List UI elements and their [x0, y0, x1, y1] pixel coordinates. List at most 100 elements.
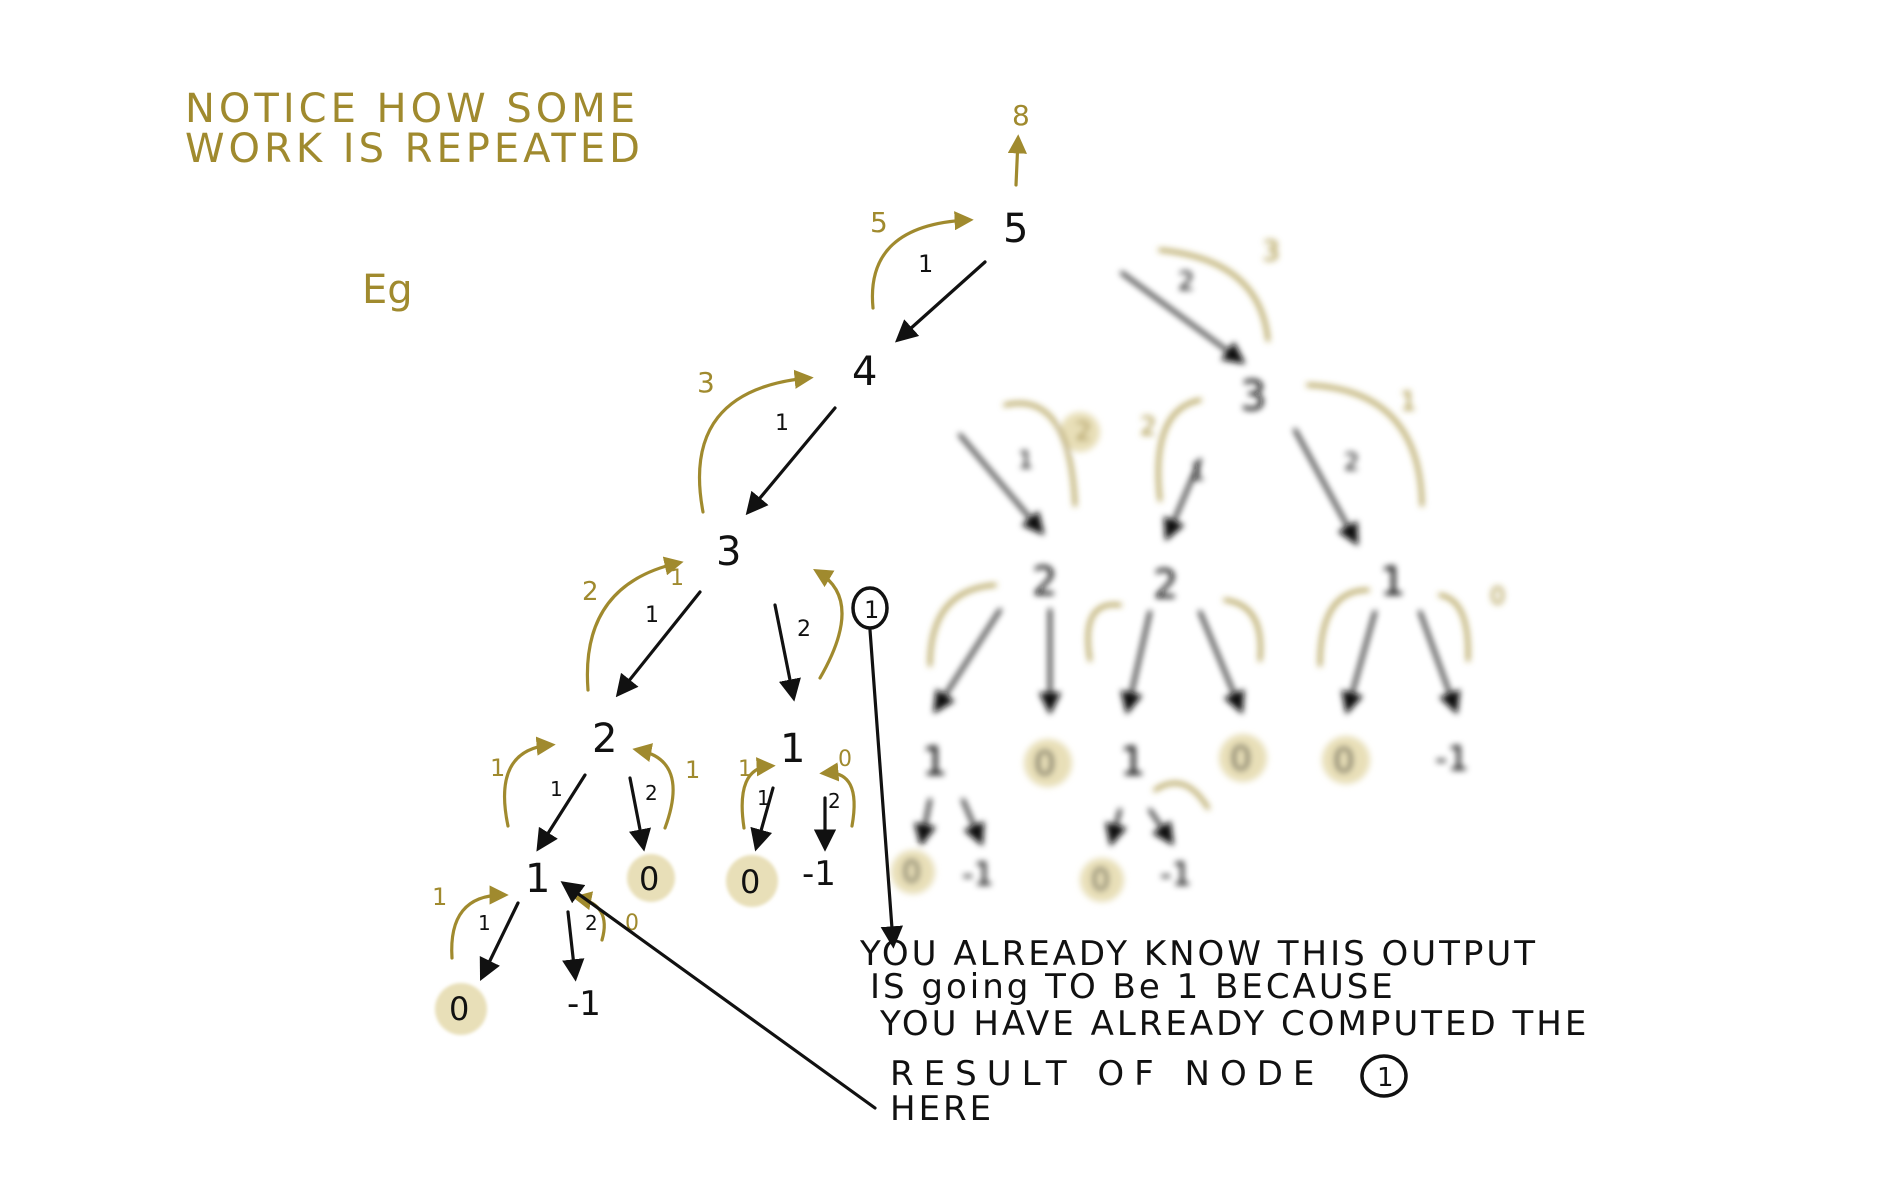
blurred-node: 0 [1230, 739, 1252, 779]
blurred-node: 2 [1032, 559, 1057, 605]
blurred-step-label: 2 [1344, 448, 1359, 476]
blurred-return-arc [1086, 603, 1122, 662]
return-value: 1 [738, 757, 752, 782]
edge-2-to-1 [536, 773, 587, 852]
node-0-c: 0 [449, 990, 469, 1028]
blurred-zero-highlight [891, 850, 935, 894]
return-arc-0-to-1 [450, 885, 509, 960]
return-arc-1b-to-3 [813, 569, 844, 680]
node-marker-circle [851, 586, 889, 630]
note-line-3: YOU HAVE ALREADY COMPUTED THE [879, 1004, 1589, 1044]
node-marker-label: 1 [864, 596, 879, 624]
blurred-node: 2 [1153, 562, 1178, 608]
blurred-edge [933, 608, 1002, 714]
edge-1-to-minus1 [562, 910, 585, 982]
zero-highlight [435, 983, 487, 1035]
note-marker-label: 1 [1377, 1063, 1394, 1093]
blurred-node: 0 [1091, 863, 1110, 898]
blurred-return-value: 1 [1400, 387, 1417, 417]
blurred-edge [1105, 808, 1127, 847]
return-value: 2 [582, 577, 599, 607]
blurred-return-value: 2 [1140, 412, 1157, 442]
blurred-edge [1198, 610, 1245, 715]
edge-5-to-4 [894, 260, 987, 343]
edge-1-to-0 [479, 901, 520, 982]
blurred-node: 1 [1120, 739, 1145, 785]
blurred-return-arc [1223, 598, 1263, 662]
blurred-node: -1 [1435, 739, 1469, 779]
return-arc-1-to-2 [503, 736, 556, 828]
blurred-zero-highlight [1024, 739, 1072, 787]
node-5: 5 [1003, 206, 1028, 252]
return-value: 1 [685, 756, 700, 784]
blurred-zero-highlight [1080, 858, 1124, 902]
blurred-zero-highlight [1219, 734, 1267, 782]
blurred-step-label: 2 [1178, 267, 1195, 297]
return-value: 0 [838, 747, 852, 772]
node-0-a: 0 [639, 860, 659, 898]
return-arc-2-to-3 [585, 556, 684, 692]
node-2: 2 [592, 716, 617, 762]
blurred-node: 0 [902, 855, 921, 890]
blurred-node: 1 [1380, 559, 1405, 605]
return-arc-4-to-5 [870, 211, 974, 310]
return-arc-3-to-4 [698, 369, 814, 514]
edge-2-to-0 [628, 776, 652, 852]
step-label: 1 [550, 777, 563, 801]
return-arc-0-to-2 [632, 743, 675, 830]
blurred-edge [1341, 610, 1377, 715]
blurred-return-arc [1153, 781, 1210, 810]
blurred-edge [958, 433, 1045, 536]
step-label: 1 [775, 411, 789, 436]
return-value: 1 [670, 566, 684, 591]
note-pointer-arrow [560, 881, 877, 1110]
blurred-node: -1 [1160, 855, 1192, 893]
step-label: 1 [645, 603, 659, 628]
title-line-2: WORK IS REPEATED [185, 126, 644, 172]
blurred-edge [961, 798, 985, 847]
blurred-return-arc [1003, 401, 1077, 507]
blurred-return-arc [928, 583, 997, 667]
step-label: 1 [478, 911, 491, 935]
blurred-edge [1148, 808, 1174, 846]
edge-1b-to-0 [750, 786, 775, 852]
blurred-return-arc [1156, 398, 1202, 502]
blurred-return-value: 3 [1262, 234, 1280, 267]
blurred-node: 3 [1240, 371, 1267, 420]
blurred-node: 0 [1333, 741, 1355, 781]
edge-3-to-2 [615, 590, 702, 698]
return-value: 1 [490, 754, 505, 782]
node-minus1-a: -1 [802, 854, 836, 894]
step-label: 1 [918, 250, 933, 278]
blurred-return-arc [1438, 593, 1470, 662]
zero-highlight [726, 855, 778, 907]
blurred-return-value: 0 [1490, 582, 1505, 610]
blurred-node: 1 [922, 739, 947, 785]
blurred-step-label: 1 [1018, 446, 1033, 474]
node-4: 4 [852, 349, 877, 395]
title-line-1: NOTICE HOW SOME [185, 86, 639, 132]
blurred-step-label: 1 [1190, 458, 1205, 486]
note-line-2: IS going TO Be 1 BECAUSE [870, 967, 1396, 1007]
step-label: 2 [797, 617, 811, 642]
blurred-edge [1293, 428, 1359, 546]
blurred-edge [1418, 610, 1461, 715]
return-arc-0-to-1b [740, 757, 776, 830]
blurred-subtree: 3 2 2 1 1 0 1 0 0 -1 0 -1 0 -1 2 1 1 2 3… [891, 234, 1505, 902]
blurred-zero-highlight [1322, 736, 1370, 784]
note-marker-circle [1360, 1054, 1408, 1098]
blurred-edge [1120, 610, 1152, 715]
step-label: 2 [645, 781, 658, 805]
note-line-1: YOU ALREADY KNOW THIS OUTPUT [859, 934, 1538, 974]
root-output-arrow [1007, 134, 1027, 187]
blurred-edge [1120, 271, 1246, 364]
zero-highlight [627, 854, 675, 902]
node-1-a: 1 [525, 856, 550, 902]
blurred-node: 0 [1034, 744, 1056, 784]
blurred-return-arc [1306, 383, 1424, 507]
blurred-return-value: 2 [1075, 417, 1092, 447]
return-arc-minus1-to-1b [819, 762, 856, 828]
eg-label: Eg [362, 267, 413, 313]
return-value: 5 [870, 206, 888, 239]
